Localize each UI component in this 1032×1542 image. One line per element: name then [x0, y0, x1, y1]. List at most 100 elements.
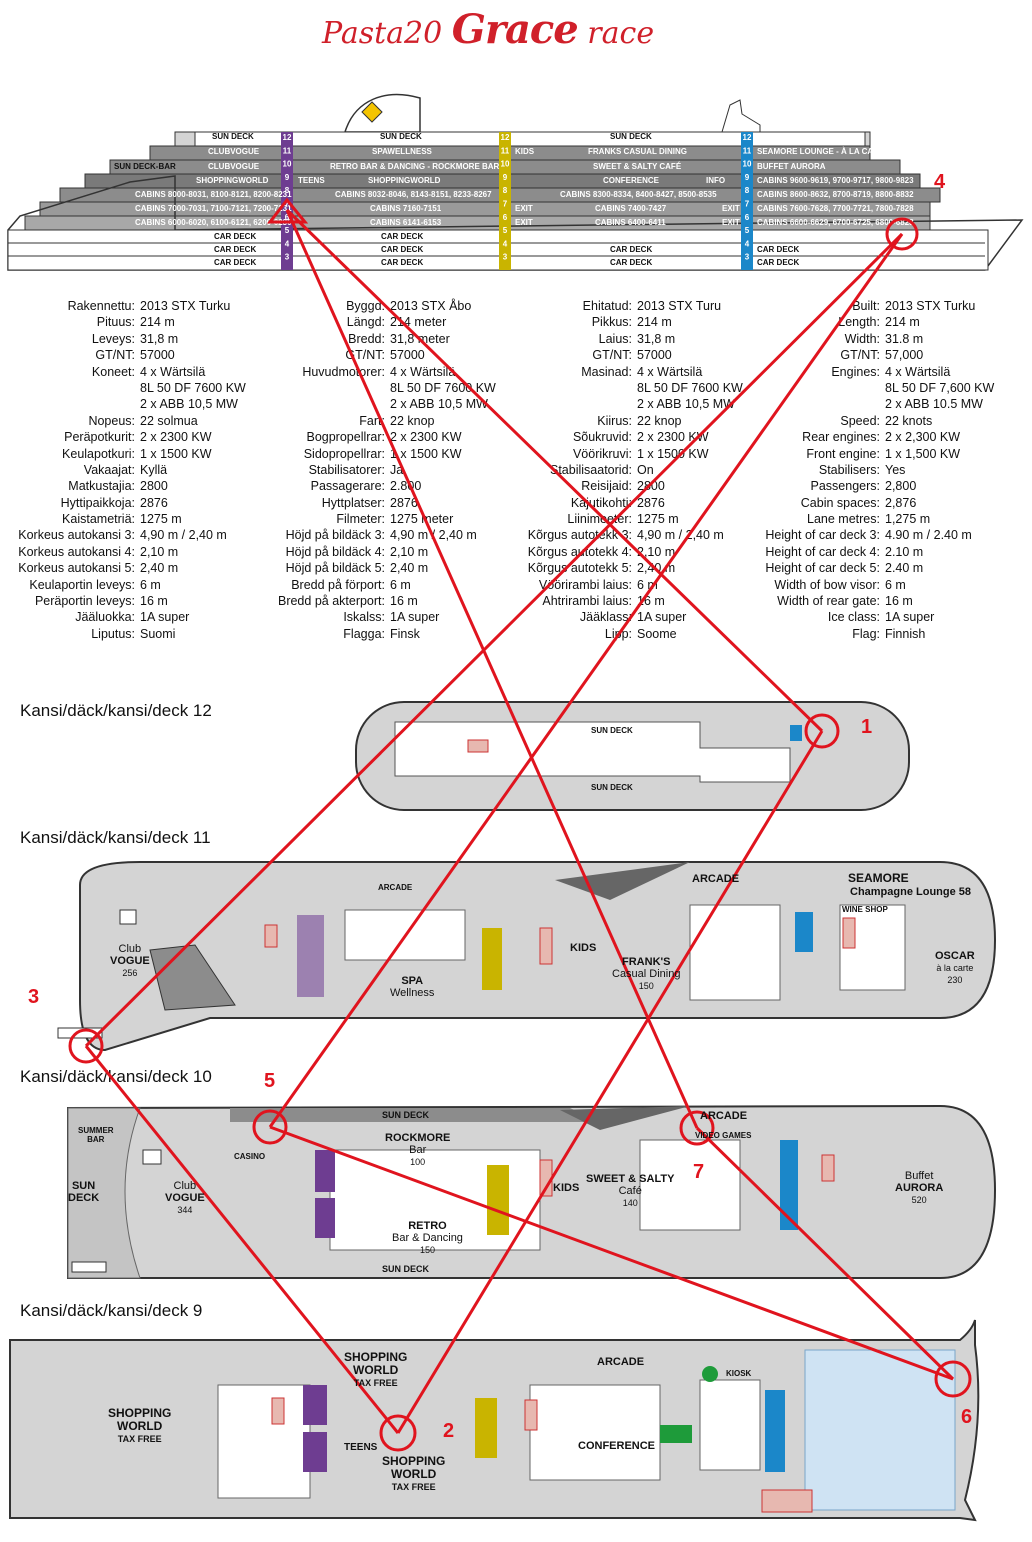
spec-row: Jääklass: 1A super [0, 609, 743, 625]
spec-key: Vöörirambi laius: [538, 577, 632, 592]
spec-key: Stabilisers: [818, 462, 880, 477]
profile-mid-car-deck-5: CAR DECK [381, 232, 424, 241]
spec-value: Kyllä [140, 462, 168, 477]
spec-row: Ice class:1A super [0, 609, 994, 625]
spec-row: GT/NT:57,000 [0, 347, 994, 363]
spec-key: Kõrgus autotekk 4: [527, 544, 632, 559]
deck10-sun-deck-top: SUN DECK [382, 1110, 430, 1120]
profile-deck-number: 6 [285, 213, 290, 222]
spec-row: Vakaajat: Kyllä [0, 462, 246, 478]
spec-value: 8L 50 DF 7600 KW [390, 380, 496, 395]
deck11-kids: KIDS [570, 942, 597, 954]
spec-key: Vakaajat: [83, 462, 135, 477]
profile-exit-6a: EXIT [515, 218, 533, 227]
profile-left-shoppingworld: SHOPPINGWORLD [196, 176, 269, 185]
spec-value: 1 x 1,500 KW [885, 446, 961, 461]
deck11-arcade-top: ARCADE [378, 883, 413, 892]
spec-value: 31,8 m [637, 331, 676, 346]
race-marker-circle-3 [68, 1028, 104, 1064]
spec-row: Width of rear gate:16 m [0, 593, 994, 609]
spec-key: Rear engines: [802, 430, 880, 445]
spec-value: 1275 m [637, 512, 679, 527]
race-marker-1: 1 [861, 716, 873, 738]
spec-row: Width: 31.8 m [0, 331, 994, 347]
spec-value: 2800 [140, 479, 168, 494]
profile-deck-number: 12 [283, 133, 292, 142]
spec-row: Leveys:31,8 m [0, 331, 246, 347]
spec-row: Koneet:4 x Wärtsilä [0, 364, 246, 380]
spec-row: Filmeter:1275 meter [0, 511, 496, 527]
deck9-kiosk: KIOSK [726, 1369, 752, 1378]
profile-deck-number: 6 [745, 213, 750, 222]
spec-key: Jääklass: [579, 610, 632, 625]
profile-deck-number: 3 [285, 253, 290, 262]
spec-key: Width of bow visor: [774, 577, 880, 592]
spec-value: 4,90 m / 2,40 m [140, 528, 227, 543]
race-marker-circle-6 [934, 1360, 972, 1398]
spec-key: Height of car deck 5: [765, 561, 880, 576]
spec-row: 2 x ABB 10,5 MW [0, 396, 496, 412]
spec-row: Rakennettu:2013 STX Turku [0, 298, 246, 314]
deck10-rockmore: ROCKMORE Bar 100 [385, 1132, 451, 1167]
deck12-sun-deck-top: SUN DECK [591, 726, 633, 735]
spec-row: Engines:4 x Wärtsilä [0, 364, 994, 380]
spec-key: Bredd: [348, 331, 385, 346]
spec-value: 2 x ABB 10,5 MW [390, 397, 488, 412]
profile-left-sun-deck-bar: SUN DECK-BAR [114, 162, 176, 171]
spec-value: 31.8 m [885, 331, 924, 346]
deck11-spa: SPA Wellness [390, 975, 435, 999]
spec-value: 6 m [885, 577, 906, 592]
spec-value: 16 m [885, 594, 913, 609]
race-marker-circle-5 [252, 1109, 288, 1145]
spec-key: Höjd på bildäck 4: [285, 544, 385, 559]
profile-left-clubvogue-10: CLUBVOGUE [208, 162, 260, 171]
spec-row: Kõrgus autotekk 5:2,40 m [0, 560, 743, 576]
deck10-sweet-salty: SWEET & SALTY Café 140 [586, 1173, 675, 1208]
spec-key: Huvudmotorer: [302, 364, 385, 379]
deck10-arcade: ARCADE [700, 1110, 748, 1122]
spec-row: Höjd på bildäck 4:2,10 m [0, 544, 496, 560]
spec-value: 16 m [390, 594, 418, 609]
spec-value: 2,10 m [637, 544, 676, 559]
spec-row: Nopeus:22 solmua [0, 413, 246, 429]
spec-value: 22 knots [885, 413, 933, 428]
profile-right-cabins-8: CABINS 8600-8632, 8700-8719, 8800-8832 [757, 190, 914, 199]
spec-row: Height of car deck 3:4.90 m / 2.40 m [0, 527, 994, 543]
spec-value: 1A super [390, 610, 440, 625]
spec-row: Keulapotkuri:1 x 1500 KW [0, 446, 246, 462]
spec-row: Vöörikruvi: 1 x 1500 KW [0, 446, 743, 462]
spec-key: Sidopropellrar: [303, 446, 385, 461]
profile-left-car-deck-4: CAR DECK [214, 245, 257, 254]
spec-value: 2876 [140, 495, 168, 510]
spec-key: Vöörikruvi: [572, 446, 632, 461]
spec-value: 1 x 1500 KW [390, 446, 462, 461]
deck11-franks: FRANK'S Casual Dining 150 [612, 956, 681, 991]
spec-row: Matkustajia:2800 [0, 478, 246, 494]
spec-value: 2 x ABB 10,5 MW [637, 397, 735, 412]
spec-key: Stabilisatorer: [308, 462, 385, 477]
profile-franks: FRANKS CASUAL DINING [588, 147, 687, 156]
spec-key: Bredd på akterport: [277, 594, 385, 609]
spec-value: 214 m [637, 315, 672, 330]
spec-key: Passagerare: [310, 479, 385, 494]
deck-10-heading: Kansi/däck/kansi/deck 10 [20, 1067, 212, 1086]
spec-row: Rear engines:2 x 2,300 KW [0, 429, 994, 445]
spec-key: Passengers: [810, 479, 880, 494]
spec-key: Height of car deck 4: [765, 544, 880, 559]
spec-key: Width: [844, 331, 880, 346]
profile-deck-number: 11 [743, 146, 752, 155]
spec-row: GT/NT:57000 [0, 347, 496, 363]
spec-row: Peräportin leveys:16 m [0, 593, 246, 609]
spec-row: Speed:22 knots [0, 413, 994, 429]
deck11-oscar: OSCAR à la carte 230 [935, 950, 975, 985]
profile-deck-number: 4 [503, 239, 508, 248]
deck11-champagne: Champagne Lounge 58 [850, 886, 972, 898]
deck11-arcade: ARCADE [692, 873, 740, 885]
profile-deck-number: 7 [503, 200, 508, 209]
spec-key: Byggd: [346, 299, 385, 313]
deck-12-heading: Kansi/däck/kansi/deck 12 [20, 701, 212, 720]
spec-key: Koneet: [91, 364, 135, 379]
spec-key: Peräpotkurit: [64, 430, 135, 445]
profile-deck-number: 5 [745, 226, 750, 235]
